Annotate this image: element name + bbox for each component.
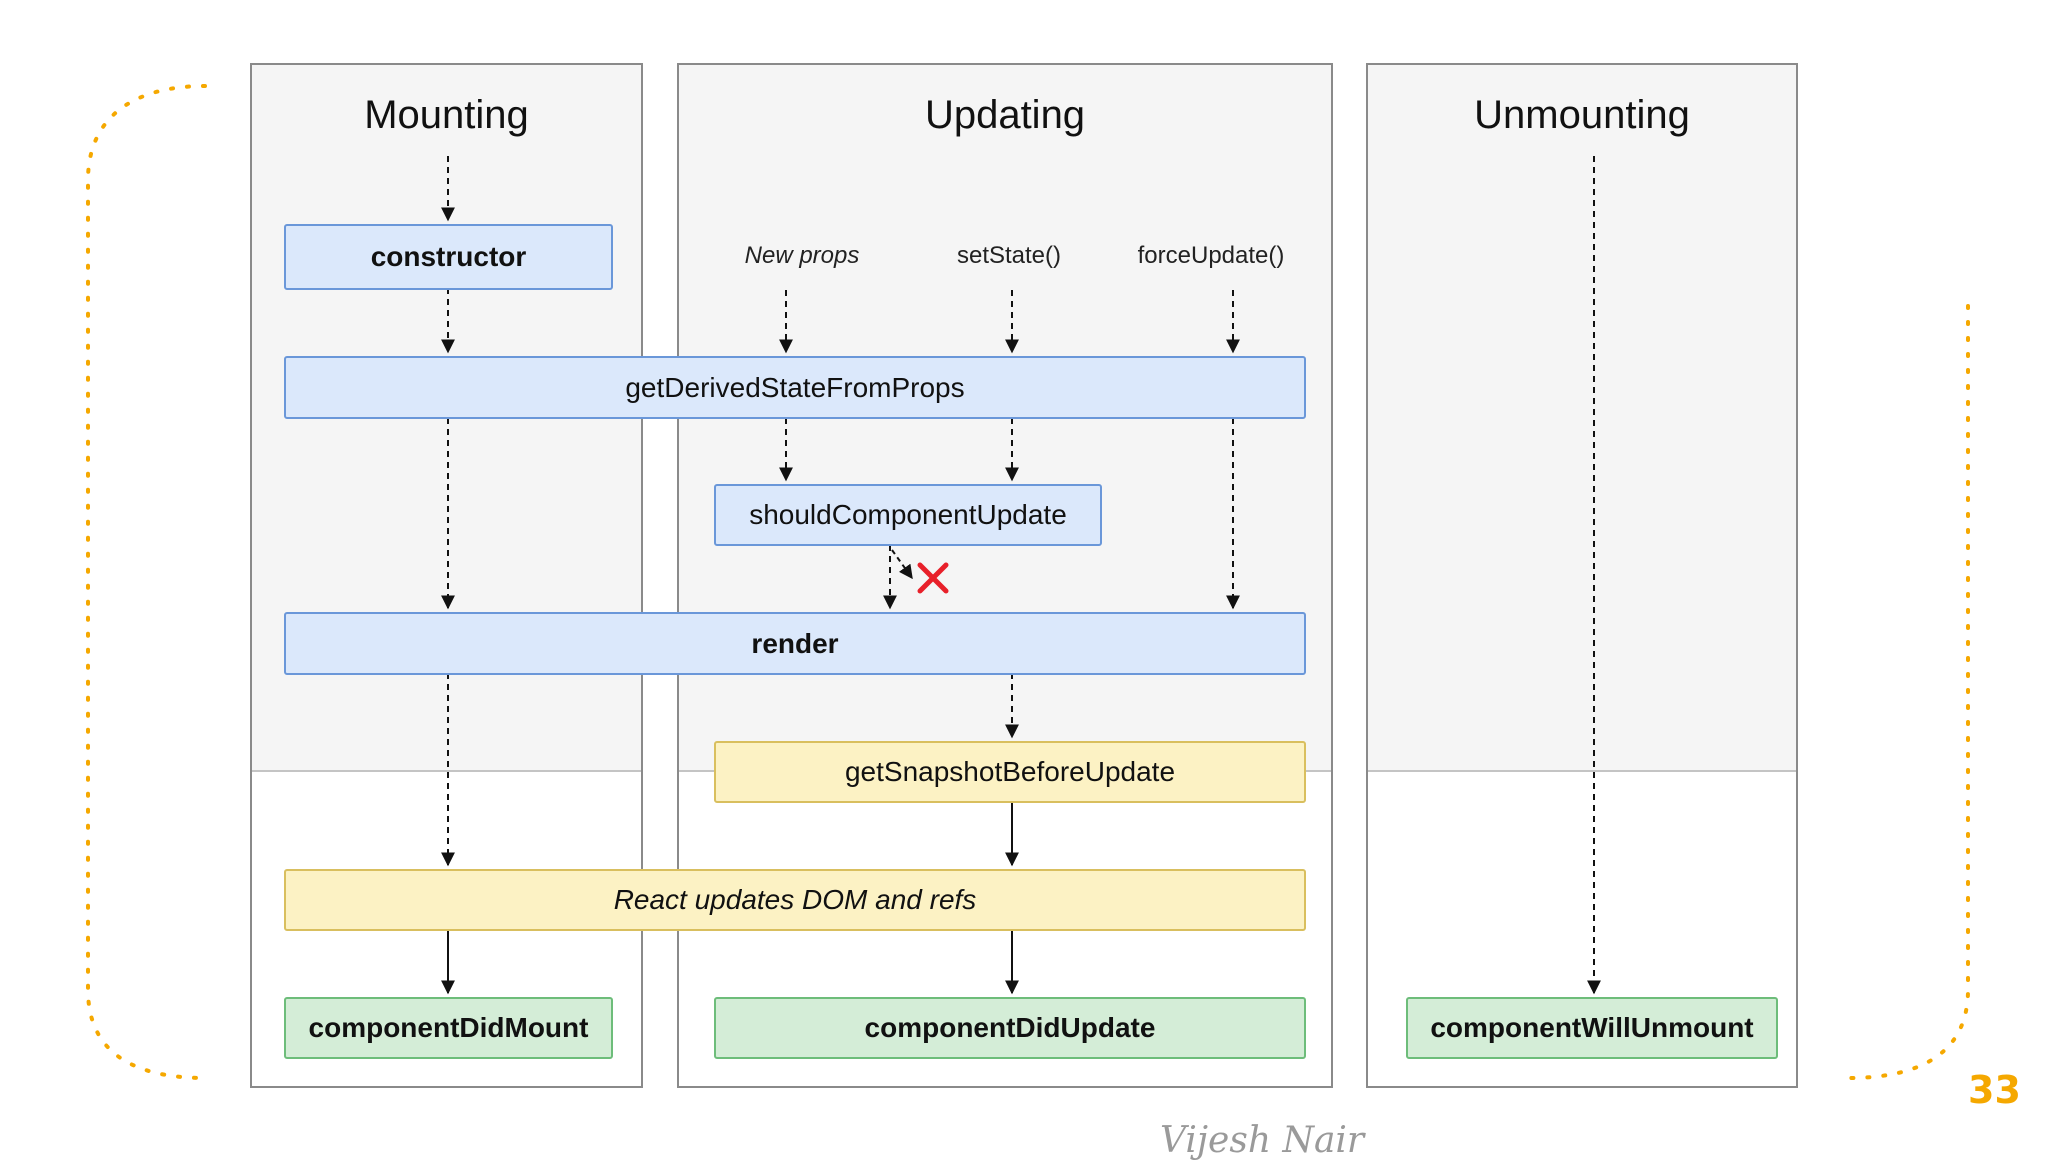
trigger-set-state: setState() (956, 242, 1062, 269)
component-did-update-box: componentDidUpdate (714, 997, 1306, 1059)
signature: Vijesh Nair (1160, 1120, 1365, 1161)
render-box: render (284, 612, 1306, 675)
component-will-unmount-box: componentWillUnmount (1406, 997, 1778, 1059)
trigger-force-update: forceUpdate() (1137, 242, 1285, 269)
page-number: 33 (1968, 1068, 2021, 1112)
unmounting-panel: Unmounting (1366, 63, 1798, 1088)
arrow-scu-cancel (891, 549, 913, 580)
get-snapshot-box: getSnapshotBeforeUpdate (714, 741, 1306, 803)
get-derived-state-box: getDerivedStateFromProps (284, 356, 1306, 419)
dom-update-box: React updates DOM and refs (284, 869, 1306, 931)
cancel-x-icon (917, 562, 949, 594)
component-did-mount-box: componentDidMount (284, 997, 613, 1059)
should-component-update-box: shouldComponentUpdate (714, 484, 1102, 546)
updating-title: Updating (924, 93, 1086, 137)
trigger-new-props: New props (744, 242, 860, 269)
constructor-box: constructor (284, 224, 613, 290)
unmounting-title: Unmounting (1474, 93, 1690, 137)
mounting-title: Mounting (364, 93, 529, 137)
